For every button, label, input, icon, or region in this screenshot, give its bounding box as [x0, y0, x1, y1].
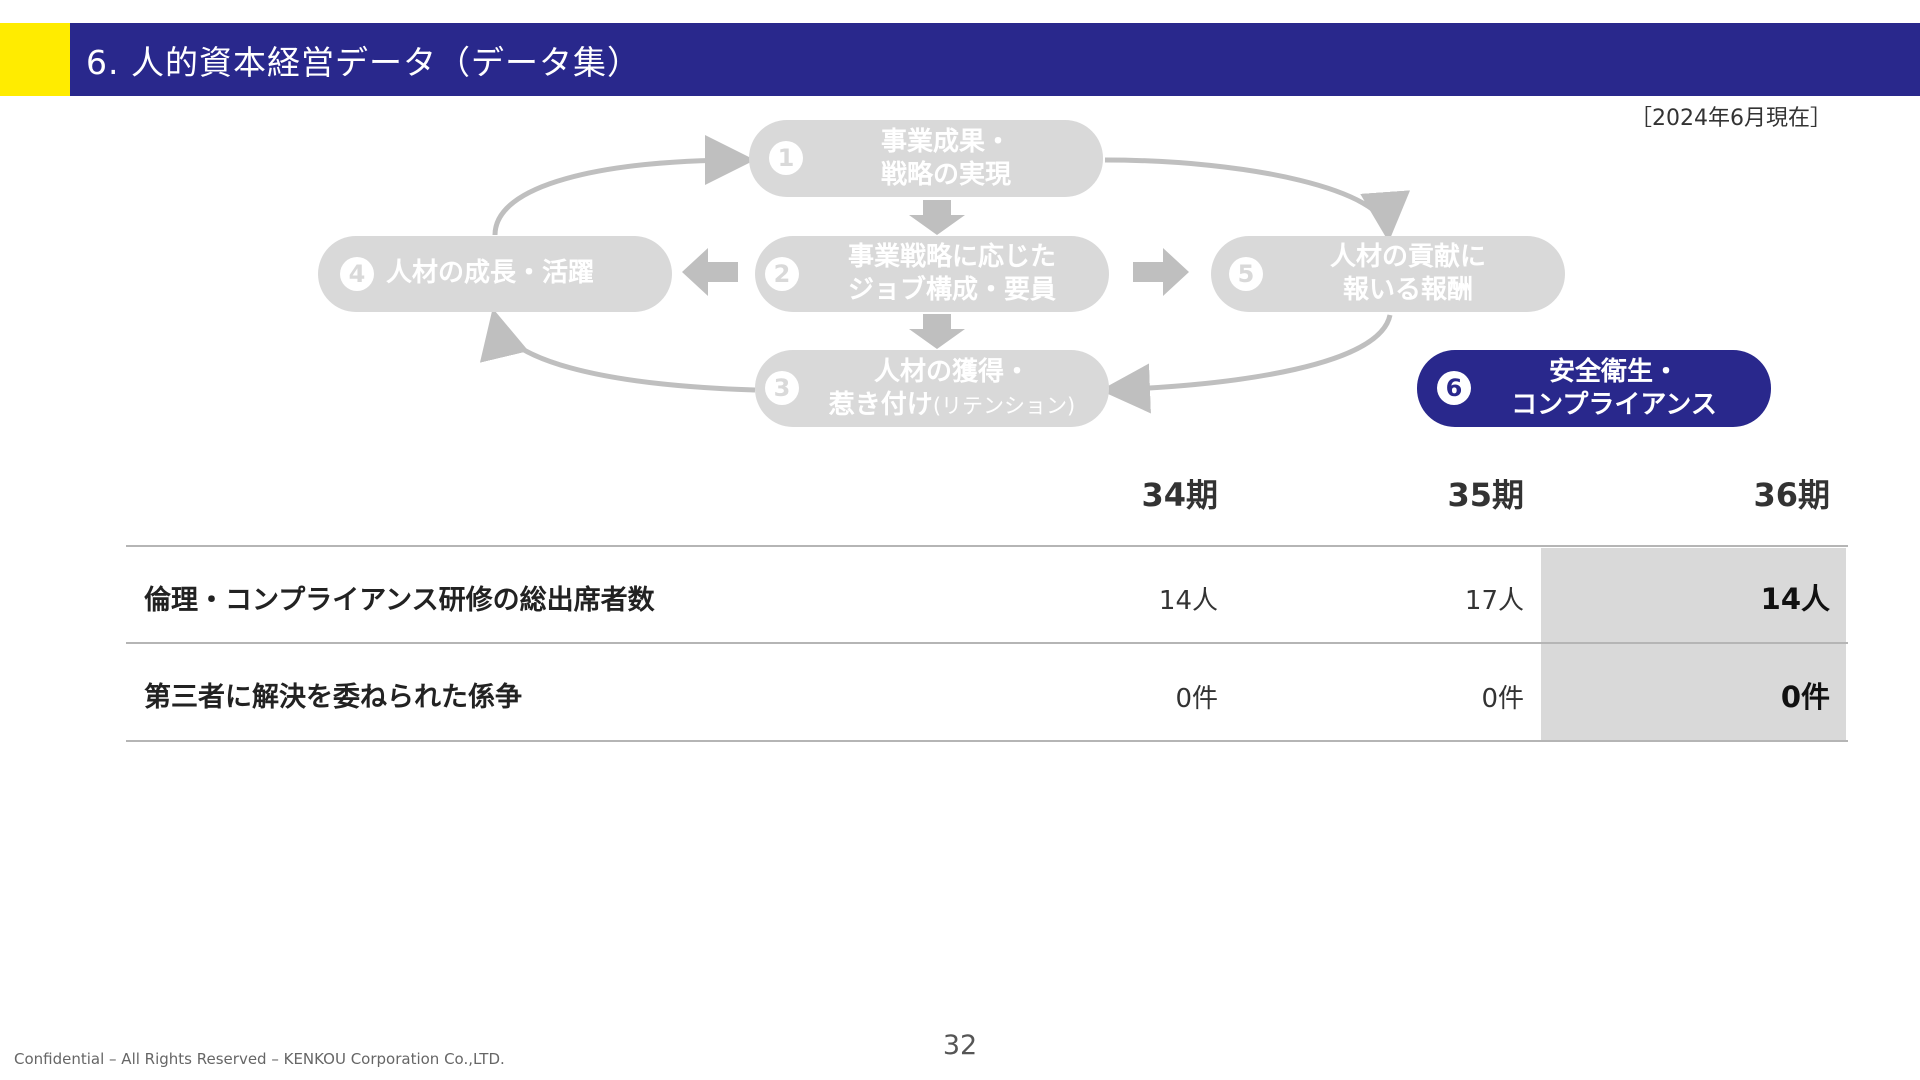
node-5-label: 人材の貢献に報いる報酬	[1329, 242, 1486, 305]
cell-training-34: 14人	[1158, 586, 1218, 616]
node-5-rewards: 5 人材の貢献に報いる報酬	[1211, 236, 1565, 312]
node-number-4: 4	[340, 257, 374, 291]
node-1-business-results: 1 事業成果・戦略の実現	[749, 120, 1103, 197]
node-number-1: 1	[769, 141, 803, 175]
column-header-36: 36期	[1753, 476, 1830, 514]
node-number-5: 5	[1229, 257, 1263, 291]
arc-4-to-1	[492, 135, 755, 236]
node-6-label: 安全衛生・コンプライアンス	[1511, 357, 1717, 420]
page-title: 6. 人的資本経営データ（データ集）	[86, 42, 641, 82]
column-header-34: 34期	[1141, 476, 1218, 514]
arrow-2-to-4	[682, 248, 738, 296]
confidential-footer: Confidential – All Rights Reserved – KEN…	[14, 1050, 505, 1068]
page-title-bar: 6. 人的資本経営データ（データ集）	[70, 23, 1920, 96]
table-rule-middle	[126, 642, 1848, 644]
arrow-2-to-3	[909, 314, 965, 349]
cell-training-36: 14人	[1760, 582, 1830, 616]
page-number: 32	[942, 1030, 978, 1061]
node-1-label: 事業成果・戦略の実現	[880, 127, 1011, 190]
arc-3-to-4	[480, 308, 756, 393]
current-period-highlight	[1541, 548, 1846, 742]
node-6-safety-compliance: 6 安全衛生・コンプライアンス	[1417, 350, 1771, 427]
arc-1-to-5	[1104, 157, 1410, 242]
column-header-35: 35期	[1447, 476, 1524, 514]
cell-disputes-36: 0件	[1780, 680, 1830, 714]
node-3-label: 人材の獲得・ 惹き付け(リテンション)	[828, 357, 1076, 420]
cell-disputes-34: 0件	[1175, 684, 1218, 714]
row-label-third-party-disputes: 第三者に解決を委ねられた係争	[144, 682, 522, 713]
date-label: ［2024年6月現在］	[1630, 106, 1832, 131]
title-accent-bar	[0, 23, 70, 96]
node-number-6: 6	[1437, 371, 1471, 405]
node-4-label: 人材の成長・活躍	[386, 258, 595, 288]
node-number-3: 3	[765, 371, 799, 405]
node-2-label: 事業戦略に応じたジョブ構成・要員	[847, 242, 1056, 305]
node-4-growth-activity: 4 人材の成長・活躍	[318, 236, 672, 312]
row-label-training-attendance: 倫理・コンプライアンス研修の総出席者数	[144, 585, 655, 616]
arrow-2-to-5	[1133, 248, 1189, 296]
arc-5-to-3	[1100, 314, 1393, 414]
arrow-1-to-2	[909, 200, 965, 235]
cell-disputes-35: 0件	[1481, 684, 1524, 714]
cell-training-35: 17人	[1464, 586, 1524, 616]
node-3-acquisition-retention: 3 人材の獲得・ 惹き付け(リテンション)	[755, 350, 1109, 427]
node-2-job-structure: 2 事業戦略に応じたジョブ構成・要員	[755, 236, 1109, 312]
node-number-2: 2	[765, 257, 799, 291]
table-rule-top	[126, 545, 1848, 547]
table-rule-bottom	[126, 740, 1848, 742]
